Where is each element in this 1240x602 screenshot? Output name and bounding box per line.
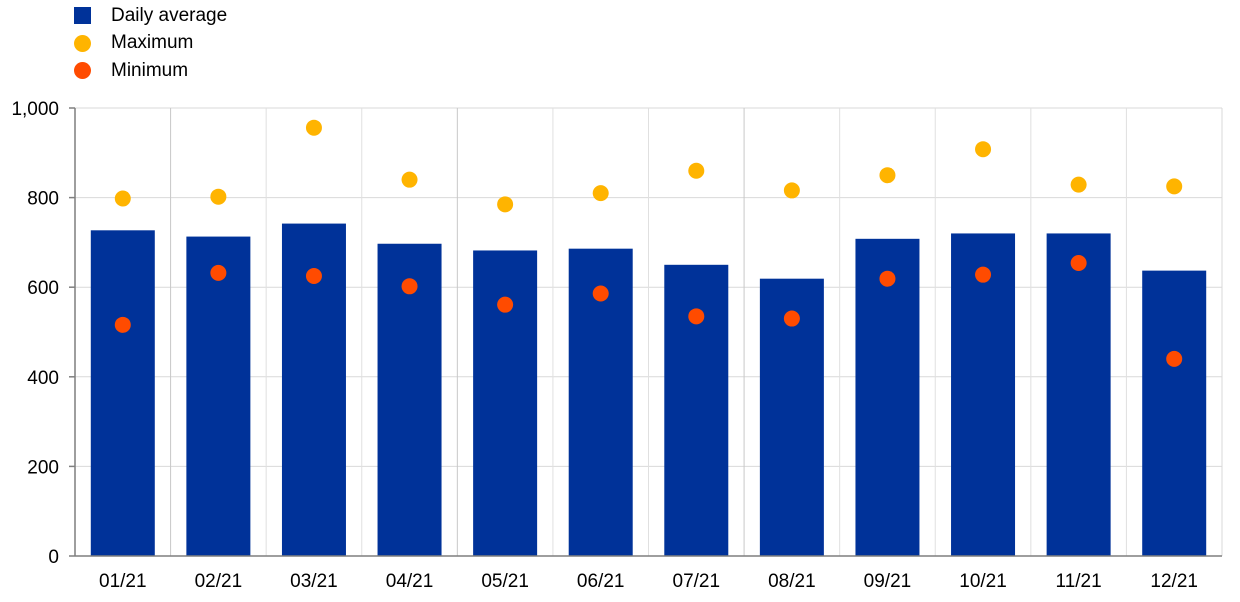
max-point-02-21 bbox=[210, 188, 227, 205]
x-tick-label-09-21: 09/21 bbox=[864, 571, 912, 592]
min-point-02-21 bbox=[210, 264, 227, 281]
min-point-03-21 bbox=[305, 268, 322, 284]
min-point-07-21 bbox=[688, 308, 705, 325]
y-tick-label-2: 400 bbox=[27, 368, 59, 389]
max-point-10-21 bbox=[975, 141, 992, 158]
bar-12-21 bbox=[1142, 270, 1207, 556]
chart-legend: Daily average Maximum Minimum bbox=[74, 2, 227, 85]
max-point-12-21 bbox=[1166, 178, 1183, 195]
bar-04-21 bbox=[377, 243, 442, 556]
y-tick-label-0: 0 bbox=[48, 547, 59, 568]
min-point-09-21 bbox=[879, 270, 896, 287]
min-point-10-21 bbox=[975, 266, 992, 283]
bar-10-21 bbox=[951, 233, 1016, 556]
legend-item-maximum: Maximum bbox=[74, 30, 227, 58]
min-point-05-21 bbox=[497, 296, 514, 313]
min-point-11-21 bbox=[1070, 255, 1087, 272]
scatter-series-maximum bbox=[114, 119, 1183, 213]
max-point-04-21 bbox=[401, 171, 418, 188]
bar-01-21 bbox=[90, 230, 155, 556]
y-tick-label-3: 600 bbox=[27, 278, 59, 299]
x-tick-label-12-21: 12/21 bbox=[1150, 571, 1198, 592]
max-point-01-21 bbox=[114, 190, 131, 207]
min-point-08-21 bbox=[783, 310, 800, 327]
legend-label-maximum: Maximum bbox=[111, 32, 194, 54]
x-tick-label-03-21: 03/21 bbox=[290, 571, 338, 592]
x-tick-label-02-21: 02/21 bbox=[195, 571, 243, 592]
bar-11-21 bbox=[1046, 233, 1111, 556]
x-tick-label-08-21: 08/21 bbox=[768, 571, 816, 592]
x-tick-label-04-21: 04/21 bbox=[386, 571, 434, 592]
axes: 0 200 400 600 800 1,000 01/21 02/21 03/21 04/21 05… bbox=[11, 99, 1222, 592]
max-point-08-21 bbox=[783, 182, 800, 199]
x-tick-label-05-21: 05/21 bbox=[481, 571, 529, 592]
max-point-06-21 bbox=[592, 185, 609, 202]
min-point-12-21 bbox=[1166, 350, 1183, 367]
x-tick-label-11-21: 11/21 bbox=[1056, 571, 1102, 592]
legend-swatch-maximum bbox=[74, 34, 91, 52]
bar-05-21 bbox=[473, 250, 538, 557]
legend-label-minimum: Minimum bbox=[111, 59, 189, 81]
scatter-series-minimum bbox=[114, 255, 1183, 367]
min-point-06-21 bbox=[592, 285, 609, 302]
y-tick-label-1: 200 bbox=[27, 457, 59, 478]
legend-label-daily-average: Daily average bbox=[111, 4, 228, 26]
legend-item-minimum: Minimum bbox=[74, 57, 227, 85]
max-point-09-21 bbox=[879, 167, 896, 184]
x-tick-label-06-21: 06/21 bbox=[577, 571, 625, 592]
min-point-01-21 bbox=[114, 316, 131, 333]
max-point-11-21 bbox=[1070, 176, 1087, 193]
y-tick-label-5: 1,000 bbox=[11, 99, 59, 120]
y-tick-label-4: 800 bbox=[27, 189, 59, 210]
legend-swatch-minimum bbox=[74, 62, 91, 80]
legend-item-daily-average: Daily average bbox=[74, 2, 227, 30]
max-point-03-21 bbox=[305, 119, 322, 136]
bar-02-21 bbox=[186, 236, 251, 557]
x-tick-label-07-21: 07/21 bbox=[673, 571, 721, 592]
max-point-07-21 bbox=[688, 162, 705, 179]
x-tick-label-01-21: 01/21 bbox=[99, 571, 147, 592]
min-point-04-21 bbox=[401, 278, 418, 295]
x-tick-label-10-21: 10/21 bbox=[959, 571, 1007, 592]
legend-swatch-daily-average bbox=[74, 7, 91, 25]
bar-series-daily-average bbox=[90, 223, 1207, 557]
bar-09-21 bbox=[855, 238, 920, 557]
max-point-05-21 bbox=[497, 196, 514, 213]
